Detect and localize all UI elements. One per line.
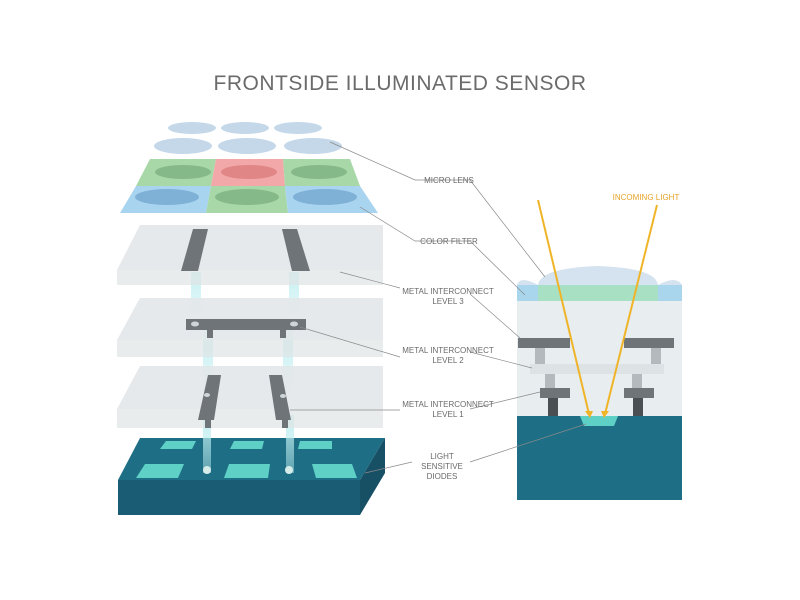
micro-lens: [168, 122, 216, 134]
label-line: LIGHT: [430, 452, 454, 461]
diagram-title: FRONTSIDE ILLUMINATED SENSOR: [213, 72, 587, 95]
color-filter-label: COLOR FILTER: [420, 237, 478, 246]
label-line: METAL INTERCONNECT: [402, 287, 494, 296]
micro-lens-array: [154, 122, 342, 154]
color-filter-layer: [120, 159, 378, 213]
label-line: LEVEL 1: [432, 410, 464, 419]
metal-level-2-layer: [117, 298, 383, 357]
micro-lens-label: MICRO LENS: [424, 176, 474, 185]
metal-interconnect-level-1-label: METAL INTERCONNECT LEVEL 1: [398, 400, 498, 420]
diode: [230, 441, 264, 449]
cross-section-diode: [580, 416, 618, 426]
light-sensitive-diodes-label: LIGHT SENSITIVE DIODES: [412, 452, 472, 482]
label-line: LEVEL 2: [432, 356, 464, 365]
micro-lens: [284, 138, 342, 154]
label-line: METAL INTERCONNECT: [402, 400, 494, 409]
diode: [224, 464, 270, 478]
incoming-light-label: INCOMING LIGHT: [612, 193, 680, 202]
metal-level-3-layer: [117, 225, 383, 285]
diode: [312, 464, 357, 478]
micro-lens: [274, 122, 322, 134]
label-line: METAL INTERCONNECT: [402, 346, 494, 355]
cross-section: [517, 266, 682, 500]
diode: [298, 441, 332, 449]
label-line: SENSITIVE: [421, 462, 463, 471]
diode: [136, 464, 184, 478]
micro-lens: [221, 122, 269, 134]
label-line: DIODES: [426, 472, 458, 481]
light-beams: [191, 272, 299, 473]
diode-array: [136, 441, 357, 478]
micro-lens: [154, 138, 212, 154]
micro-lens: [218, 138, 276, 154]
diode: [160, 441, 196, 449]
metal-level-1-layer: [117, 366, 383, 474]
metal-interconnect-level-3-label: METAL INTERCONNECT LEVEL 3: [398, 287, 498, 307]
label-line: LEVEL 3: [432, 297, 464, 306]
incoming-light-rays: [537, 199, 658, 418]
metal-interconnect-level-2-label: METAL INTERCONNECT LEVEL 2: [398, 346, 498, 366]
leader-lines: [290, 141, 587, 474]
